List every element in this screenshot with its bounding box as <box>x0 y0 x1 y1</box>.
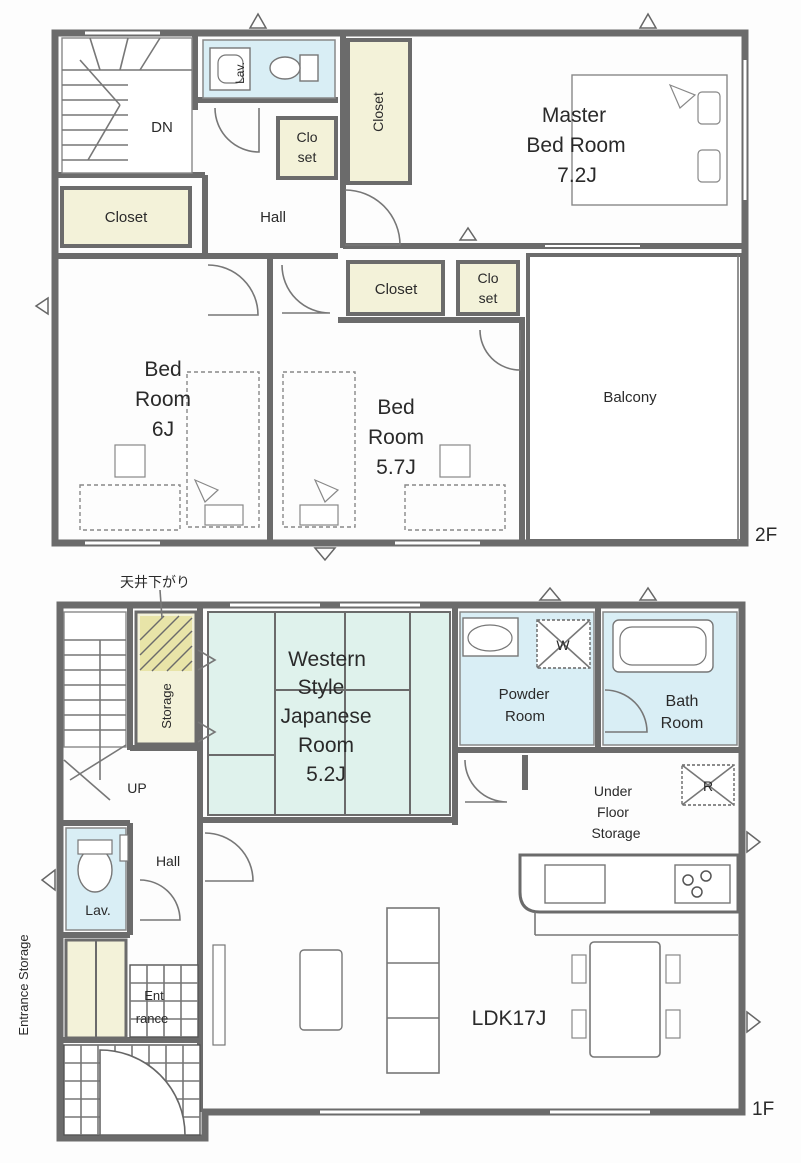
stairs-1f <box>63 611 127 801</box>
windows-1f <box>40 586 762 1114</box>
bed2-furniture <box>282 371 506 531</box>
lav-label-1f: Lav. <box>85 902 110 918</box>
toilet-2f <box>269 54 319 82</box>
second-floor: DN Hall Lav. Closet Clo set Closet Close… <box>34 12 777 562</box>
closet-bed2 <box>346 260 445 316</box>
closet-bed1 <box>60 186 192 248</box>
western-label-3: Japanese <box>280 705 371 728</box>
master-label-1: Master <box>542 104 606 127</box>
living-furniture <box>212 907 440 1074</box>
windows-2f <box>34 12 747 562</box>
entrance-storage <box>64 938 128 1040</box>
closet-label-bed1: Closet <box>105 209 148 226</box>
closet-split-label-2: set <box>298 149 317 165</box>
balcony-label: Balcony <box>603 389 657 406</box>
lav-label-2f: Lav. <box>233 62 247 84</box>
washer <box>536 619 591 669</box>
japanese-room-tatami <box>207 611 451 816</box>
entrance-label-2: rance <box>136 1011 169 1026</box>
closet-bed2-split <box>456 260 520 316</box>
closet-split-label-4: set <box>479 290 498 306</box>
western-label-2: Style <box>298 676 345 699</box>
bath-label-1: Bath <box>666 693 699 710</box>
bathtub <box>612 619 714 673</box>
up-label: UP <box>127 780 146 796</box>
stairs-2f <box>61 37 193 174</box>
door-swings-2f <box>207 107 521 371</box>
bed1-furniture <box>79 371 260 531</box>
bath-label-2: Room <box>661 715 704 732</box>
bed1-label-1: Bed <box>144 358 181 381</box>
door-swings-1f <box>99 649 648 1136</box>
bed2-label-1: Bed <box>377 396 414 419</box>
closet-split-label-1: Clo <box>296 129 317 145</box>
refrigerator-box <box>681 764 735 806</box>
master-label-2: Bed Room <box>526 134 625 157</box>
first-floor: 天井下がり Storage Western Style Japanese Roo… <box>16 574 774 1142</box>
dining-set <box>571 941 681 1058</box>
storage-understair <box>134 610 198 746</box>
bed2-label-3: 5.7J <box>376 456 416 479</box>
underfloor-label-2: Floor <box>597 804 629 820</box>
hall-label-2f: Hall <box>260 209 286 226</box>
underfloor-label-1: Under <box>594 783 632 799</box>
bed2-label-2: Room <box>368 426 424 449</box>
underfloor-label-3: Storage <box>591 825 640 841</box>
entrance-storage-label: Entrance Storage <box>16 934 31 1035</box>
closet-master <box>346 38 412 185</box>
western-label-5: 5.2J <box>306 763 346 786</box>
hall-label-1f: Hall <box>156 853 180 869</box>
1f-outer-wall <box>56 601 746 1142</box>
balcony-area <box>526 253 744 543</box>
dn-label: DN <box>151 119 173 136</box>
closet-label-master: Closet <box>370 92 386 132</box>
floor-label-2f: 2F <box>755 525 777 546</box>
bed1-label-3: 6J <box>152 418 174 441</box>
closet-hall-split <box>276 116 338 180</box>
closet-label-bed2: Closet <box>375 281 418 298</box>
closet-split-label-3: Clo <box>477 270 498 286</box>
lav-1f <box>65 827 129 931</box>
ceiling-note: 天井下がり <box>120 574 190 590</box>
ldk-label: LDK17J <box>472 1007 547 1030</box>
master-bed <box>571 74 728 206</box>
kitchen-counter <box>518 853 740 936</box>
western-label-1: Western <box>288 648 366 671</box>
entrance-label-1: Ent <box>144 988 164 1003</box>
storage-label: Storage <box>159 683 174 729</box>
powder-label-2: Room <box>505 708 545 725</box>
western-label-4: Room <box>298 734 354 757</box>
floor-label-1f: 1F <box>752 1099 774 1120</box>
washer-label: W <box>556 637 570 653</box>
bed1-label-2: Room <box>135 388 191 411</box>
powder-sink <box>462 617 519 657</box>
r-label: R <box>703 778 713 794</box>
powder-label-1: Powder <box>499 686 550 703</box>
master-label-3: 7.2J <box>557 164 597 187</box>
sink-2f <box>209 47 251 91</box>
